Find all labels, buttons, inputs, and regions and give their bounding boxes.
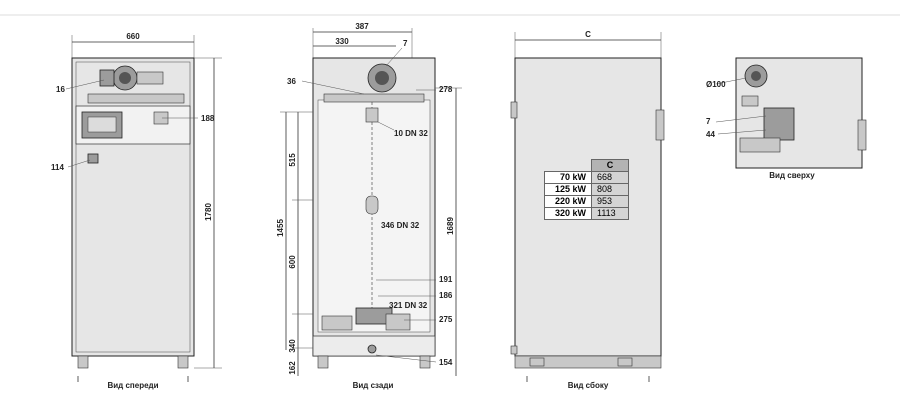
rear-view: 387 330 515 1455 60 — [276, 22, 462, 390]
front-width-dim: 660 — [126, 32, 140, 41]
rear-label-36: 36 — [287, 77, 296, 86]
table-cell-model: 125 kW — [544, 183, 592, 196]
table-header-row: C — [545, 159, 629, 172]
rear-caption: Вид сзади — [353, 381, 394, 390]
table-cell-c: 808 — [591, 183, 629, 196]
table-cell-model: 220 kW — [544, 195, 592, 208]
front-caption: Вид спереди — [107, 381, 158, 390]
table-cell-c: 1113 — [591, 207, 629, 220]
table-row: 220 kW 953 — [544, 195, 629, 208]
top-label-7: 7 — [706, 117, 711, 126]
rear-label-7: 7 — [403, 39, 408, 48]
rear-dim-1689: 1689 — [446, 217, 455, 235]
top-label-44: 44 — [706, 130, 715, 139]
rear-dim-1455: 1455 — [276, 219, 285, 237]
rear-label-278: 278 — [439, 85, 453, 94]
rear-label-275: 275 — [439, 315, 453, 324]
side-dim-c: C — [585, 30, 591, 39]
rear-label-191: 191 — [439, 275, 453, 284]
rear-dim-330: 330 — [335, 37, 349, 46]
c-dimension-table: C 70 kW 668 125 kW 808 220 kW 953 320 kW… — [544, 159, 629, 220]
front-label-114: 114 — [51, 163, 64, 172]
table-cell-model: 320 kW — [544, 207, 592, 220]
rear-dim-515: 515 — [288, 153, 297, 167]
rear-label-154: 154 — [439, 358, 453, 367]
table-cell-c: 668 — [591, 171, 629, 184]
front-view: 660 1780 16 188 114 Вид спереди — [51, 32, 222, 390]
rear-dim-162: 162 — [288, 361, 297, 375]
side-caption: Вид сбоку — [568, 381, 609, 390]
table-cell-model: 70 kW — [544, 171, 592, 184]
rear-label-10dn: 10 DN 32 — [394, 129, 428, 138]
front-label-16: 16 — [56, 85, 65, 94]
front-height-dim: 1780 — [204, 203, 213, 221]
top-caption: Вид сверху — [769, 171, 815, 180]
table-row: 70 kW 668 — [544, 171, 629, 184]
rear-dim-340: 340 — [288, 339, 297, 353]
rear-label-186: 186 — [439, 291, 453, 300]
table-cell-c: 953 — [591, 195, 629, 208]
rear-label-346dn: 346 DN 32 — [381, 221, 420, 230]
rear-label-321dn: 321 DN 32 — [389, 301, 428, 310]
table-row: 320 kW 1113 — [544, 207, 629, 220]
table-header-c: C — [591, 159, 629, 172]
rear-dim-600: 600 — [288, 255, 297, 269]
top-view: Ø100 7 44 Вид сверху — [706, 57, 867, 180]
front-label-188: 188 — [201, 114, 215, 123]
table-corner — [545, 160, 592, 172]
top-label-d100: Ø100 — [706, 80, 726, 89]
rear-dim-387: 387 — [355, 22, 369, 31]
table-row: 125 kW 808 — [544, 183, 629, 196]
